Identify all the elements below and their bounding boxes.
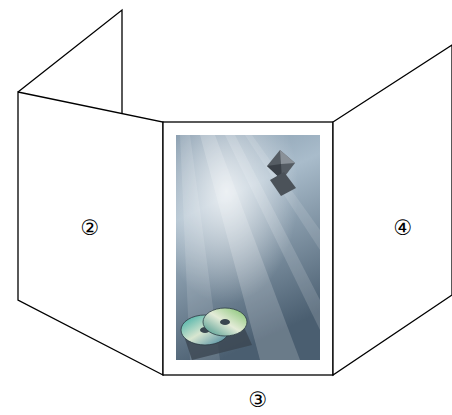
panel-border [163,122,333,375]
panel-border [333,45,452,375]
panel-border [18,92,163,375]
panel-number: ② [81,218,100,239]
left-panel: ② [18,92,163,375]
panel-number: ③ [249,390,268,411]
panel-number: ④ [394,218,413,239]
panel-outline [333,45,452,375]
right-panel: ④ [333,45,452,375]
